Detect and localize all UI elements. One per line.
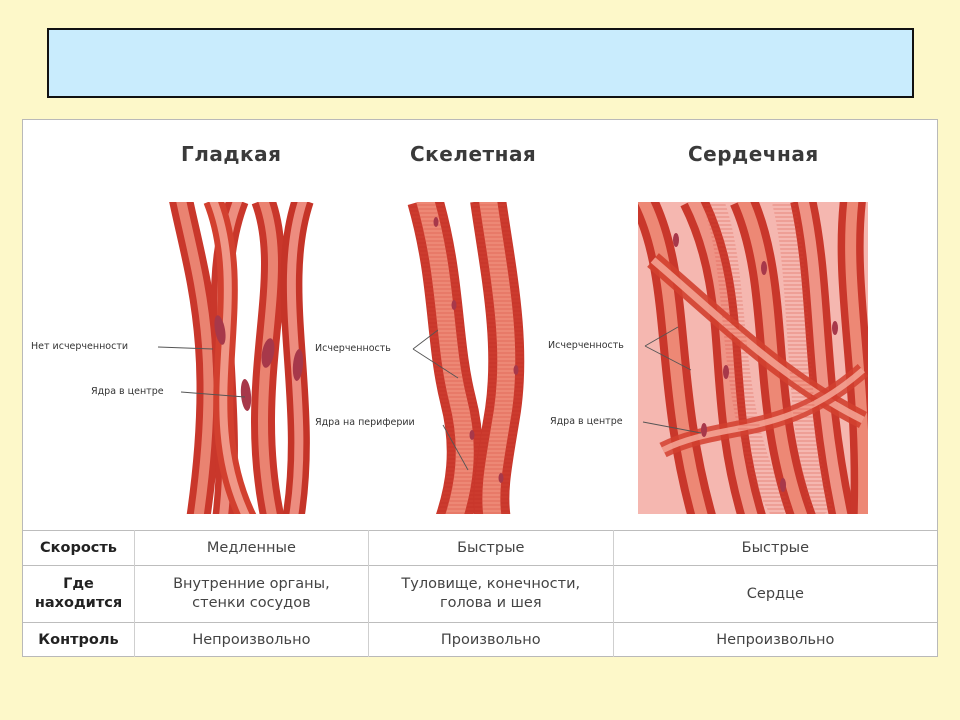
table-cell: Быстрые: [368, 530, 614, 566]
cell-line: Сердце: [746, 585, 804, 602]
skeletal-muscle-illustration: [407, 202, 525, 514]
slide-title-box: [47, 28, 914, 98]
cell-line: Туловище, конечности,: [401, 576, 581, 592]
smooth-muscle-illustration: [169, 202, 314, 514]
row-header-line: находится: [34, 595, 123, 611]
table-cell: Внутренние органы, стенки сосудов: [134, 565, 369, 623]
table-cell: Туловище, конечности, голова и шея: [368, 565, 614, 623]
table-cell: Быстрые: [613, 530, 937, 566]
table-cell: Непроизвольно: [134, 622, 369, 657]
cardiac-muscle-illustration: [638, 202, 868, 514]
cell-line: голова и шея: [439, 595, 542, 611]
cell-line: Внутренние органы,: [173, 576, 330, 592]
column-title-cardiac: Сердечная: [688, 142, 819, 166]
table-cell: Произвольно: [368, 622, 614, 657]
label-nuclei-center-cardiac: Ядра в центре: [550, 416, 623, 427]
table-row: Где находится Внутренние органы, стенки …: [23, 565, 937, 623]
table-row: Контроль Непроизвольно Произвольно Непро…: [23, 622, 937, 657]
table-cell: Непроизвольно: [613, 622, 937, 657]
table-cell: Сердце: [613, 565, 937, 623]
label-striation-skeletal: Исчерченность: [315, 343, 391, 354]
label-striation-cardiac: Исчерченность: [548, 340, 624, 351]
table-row: Скорость Медленные Быстрые Быстрые: [23, 530, 937, 566]
comparison-table: Скорость Медленные Быстрые Быстрые Где н…: [23, 530, 937, 657]
row-header-line: Где: [63, 576, 94, 592]
column-title-skeletal: Скелетная: [410, 142, 537, 166]
table-cell: Медленные: [134, 530, 369, 566]
row-header-location: Где находится: [23, 565, 135, 623]
muscle-types-panel: Гладкая Скелетная Сердечная Нет исчерчен…: [22, 119, 938, 657]
cell-line: стенки сосудов: [192, 595, 311, 611]
label-nuclei-center-smooth: Ядра в центре: [91, 386, 164, 397]
row-header-speed: Скорость: [23, 530, 135, 566]
label-nuclei-periphery: Ядра на периферии: [315, 417, 415, 428]
label-pointers: [157, 326, 702, 471]
column-title-smooth: Гладкая: [181, 142, 282, 166]
label-no-striation: Нет исчерченности: [31, 341, 129, 352]
muscle-illustration: [157, 202, 868, 514]
row-header-control: Контроль: [23, 622, 135, 657]
